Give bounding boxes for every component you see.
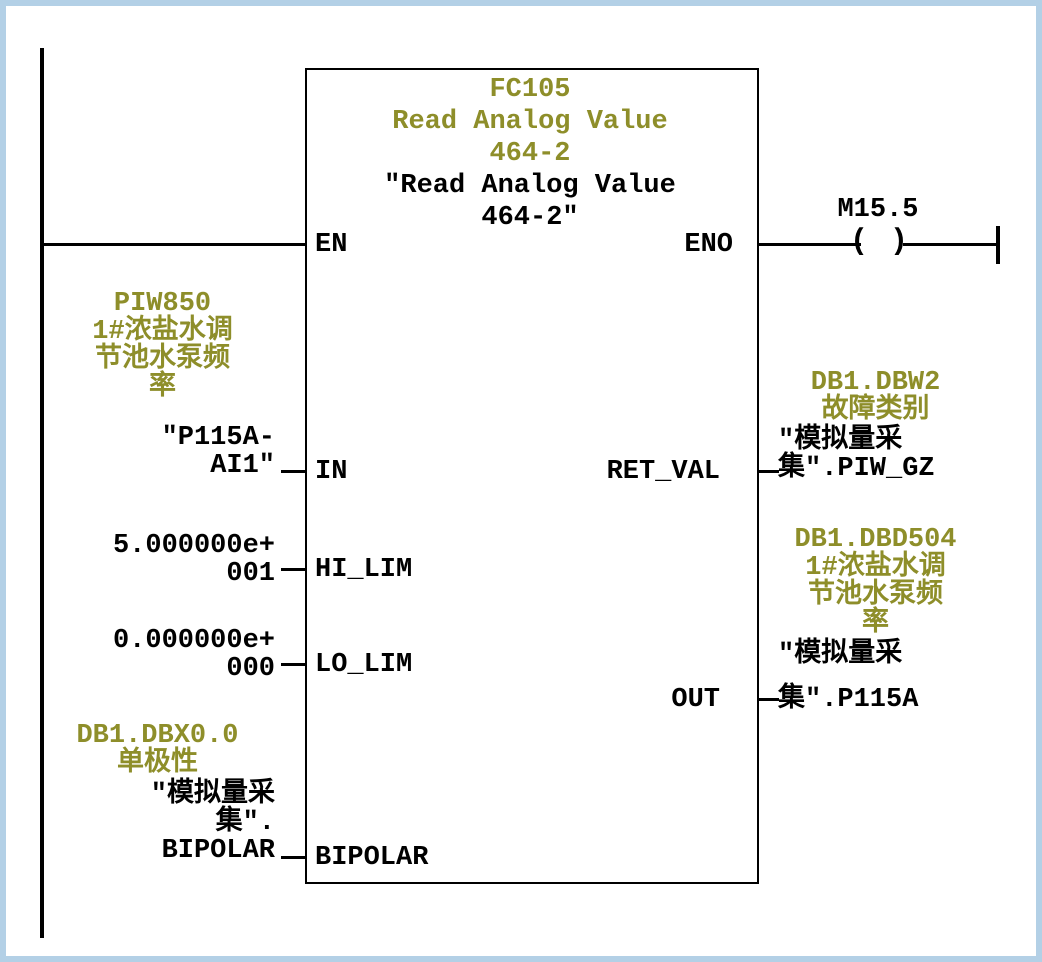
in-operand-address[interactable]: PIW850 [113,289,212,319]
out-operand-comment-line2: 节池水泵频 [808,581,943,611]
ret-val-operand-symbol-line1[interactable]: ″模拟量采 [778,426,903,456]
lo-lim-value-line2[interactable]: 000 [226,654,275,684]
wire-rail-to-en [44,243,305,246]
block-symbol-name-line1: ″Read Analog Value [384,171,676,201]
in-operand-comment-line2: 节池水泵频 [95,345,230,375]
wire-ret-val-connector [757,470,779,473]
block-symbol-name-line2: 464-2″ [481,203,579,233]
bipolar-operand-symbol-line3[interactable]: BIPOLAR [161,836,275,866]
pin-bipolar[interactable]: BIPOLAR [315,843,429,873]
out-operand-comment-line1: 1#浓盐水调 [805,553,946,583]
in-operand-comment-line1: 1#浓盐水调 [92,317,233,347]
out-operand-address[interactable]: DB1.DBD504 [794,525,957,555]
in-operand-comment-line3: 率 [149,373,176,403]
fc105-function-block[interactable] [305,68,759,884]
bipolar-operand-symbol-line1[interactable]: ″模拟量采 [150,780,275,810]
pin-lo-lim[interactable]: LO_LIM [315,650,413,680]
ret-val-operand-header[interactable]: DB1.DBW2 故障类别 [778,369,973,425]
in-operand-header[interactable]: PIW850 1#浓盐水调 节池水泵频 率 [50,290,275,402]
out-operand-comment-line3: 率 [862,609,889,639]
wire-bipolar-connector [281,856,305,859]
ret-val-operand-symbol[interactable]: ″模拟量采 集″.PIW_GZ [778,427,973,483]
wire-eno-to-coil [757,243,861,246]
bipolar-operand-header[interactable]: DB1.DBX0.0 单极性 [40,722,275,778]
out-operand-header[interactable]: DB1.DBD504 1#浓盐水调 节池水泵频 率 [778,526,973,638]
pin-in[interactable]: IN [315,457,348,487]
bipolar-operand-comment: 单极性 [117,749,198,779]
bipolar-operand-address[interactable]: DB1.DBX0.0 [76,721,239,751]
hi-lim-value-line2[interactable]: 001 [226,559,275,589]
pin-out[interactable]: OUT [671,685,720,715]
wire-coil-to-rail [903,243,998,246]
coil-address[interactable]: M15.5 [837,195,919,225]
pin-eno[interactable]: ENO [684,230,733,260]
block-header: FC105 Read Analog Value 464-2 ″Read Anal… [305,74,755,234]
lo-lim-value-line1[interactable]: 0.000000e+ [112,626,275,656]
block-title-line1: Read Analog Value [392,107,668,137]
out-operand-symbol-line2[interactable]: 集″.P115A [778,685,919,715]
block-title-line2: 464-2 [489,139,571,169]
ret-val-operand-symbol-line2[interactable]: 集″.PIW_GZ [778,454,935,484]
in-operand-symbol-line2[interactable]: AI1″ [210,451,275,481]
pin-ret-val[interactable]: RET_VAL [606,457,720,487]
lo-lim-operand-value[interactable]: 0.000000e+ 000 [50,627,275,683]
out-operand-symbol-line1[interactable]: ″模拟量采 [778,640,903,670]
coil-symbol[interactable]: ( ) [849,225,910,259]
ret-val-operand-address[interactable]: DB1.DBW2 [810,368,941,398]
wire-out-connector [757,698,779,701]
wire-lo-lim-connector [281,663,305,666]
wire-in-connector [281,470,305,473]
pin-en[interactable]: EN [315,230,348,260]
wire-hi-lim-connector [281,568,305,571]
power-rail-left [40,48,44,938]
block-fc-number[interactable]: FC105 [489,75,571,105]
ret-val-operand-comment: 故障类别 [821,396,930,426]
in-operand-symbol[interactable]: ″P115A- AI1″ [50,424,275,480]
power-rail-right [996,226,1000,264]
bipolar-operand-symbol[interactable]: ″模拟量采 集″. BIPOLAR [40,781,275,865]
pin-hi-lim[interactable]: HI_LIM [315,555,413,585]
hi-lim-value-line1[interactable]: 5.000000e+ [112,531,275,561]
in-operand-symbol-line1[interactable]: ″P115A- [161,423,275,453]
bipolar-operand-symbol-line2[interactable]: 集″. [215,808,275,838]
hi-lim-operand-value[interactable]: 5.000000e+ 001 [50,532,275,588]
